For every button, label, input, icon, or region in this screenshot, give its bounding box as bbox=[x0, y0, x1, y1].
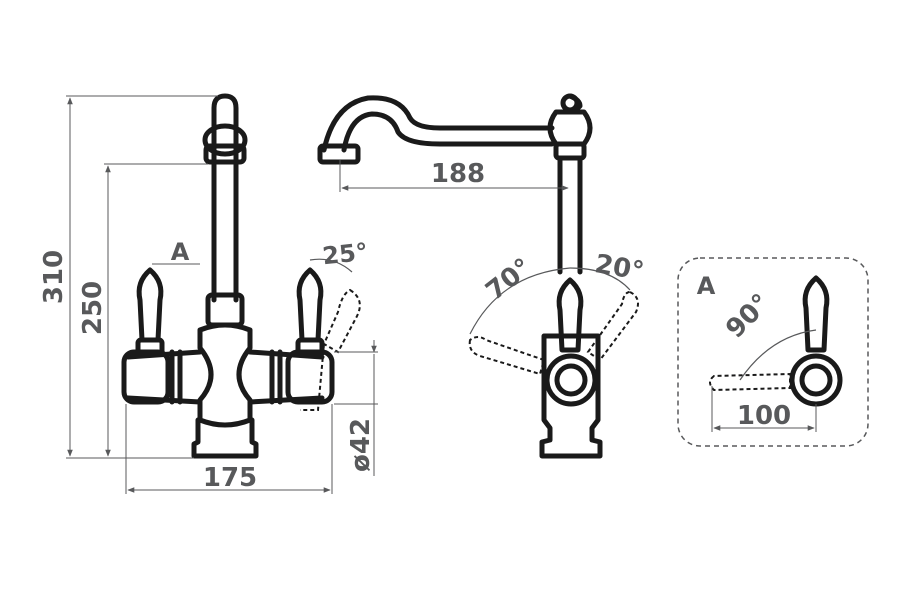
handle-rotated-back bbox=[468, 336, 546, 376]
side-handle bbox=[556, 277, 584, 353]
height-spout-label: 250 bbox=[78, 281, 108, 335]
side-outlet-inner bbox=[554, 363, 588, 397]
detail-marker-label: A bbox=[171, 238, 190, 266]
spout-collar bbox=[202, 123, 248, 157]
detail-handle-rotated bbox=[709, 372, 791, 392]
diameter-label: ø42 bbox=[346, 418, 376, 472]
side-outlet-outer bbox=[544, 353, 598, 407]
detail-frame bbox=[677, 257, 869, 447]
right-cap bbox=[285, 349, 335, 405]
left-cap bbox=[121, 349, 171, 405]
handle-angle-side-label: 25° bbox=[321, 238, 369, 271]
handle-angle-fwd-label: 20° bbox=[593, 249, 647, 287]
side-column bbox=[557, 155, 583, 275]
base bbox=[191, 417, 259, 459]
detail-a bbox=[677, 257, 869, 447]
width-base-label: 175 bbox=[203, 463, 257, 493]
side-body bbox=[539, 333, 603, 459]
front-view bbox=[121, 93, 361, 459]
angle-arc-25 bbox=[309, 258, 353, 273]
left-arm bbox=[125, 349, 203, 405]
spout-reach-label: 188 bbox=[431, 159, 485, 189]
detail-width-label: 100 bbox=[737, 401, 791, 431]
spout-arch-top bbox=[321, 95, 555, 153]
spout-top bbox=[211, 93, 239, 163]
right-ring bbox=[269, 349, 283, 405]
detail-outlet-outer bbox=[789, 353, 843, 407]
detail-outlet-inner bbox=[799, 363, 833, 397]
height-total-label: 310 bbox=[39, 250, 69, 304]
handle-angle-back-label: 70° bbox=[480, 253, 537, 307]
left-ring bbox=[169, 349, 183, 405]
right-handle-rotated bbox=[322, 288, 361, 354]
aerator bbox=[317, 143, 361, 165]
spout-ring bbox=[203, 143, 247, 165]
left-handle-base bbox=[135, 337, 165, 357]
side-dimensions bbox=[339, 160, 569, 192]
detail-angle-arc bbox=[739, 329, 817, 381]
angle-arc-70 bbox=[469, 267, 571, 335]
handle-rotated-fwd bbox=[586, 290, 639, 362]
spout-column bbox=[211, 159, 239, 303]
angle-arc-20 bbox=[569, 267, 631, 291]
side-collar bbox=[547, 109, 593, 147]
front-dimensions bbox=[66, 95, 378, 494]
detail-title-label: A bbox=[697, 272, 716, 300]
detail-angle-label: 90° bbox=[720, 288, 776, 344]
spout-arch-bottom bbox=[341, 111, 555, 153]
left-handle bbox=[136, 267, 164, 343]
side-view bbox=[317, 93, 639, 459]
detail-handle bbox=[802, 275, 830, 353]
right-handle-base bbox=[295, 337, 325, 357]
right-handle bbox=[296, 267, 324, 343]
body-center bbox=[197, 322, 253, 428]
rotated-outline bbox=[300, 343, 325, 411]
